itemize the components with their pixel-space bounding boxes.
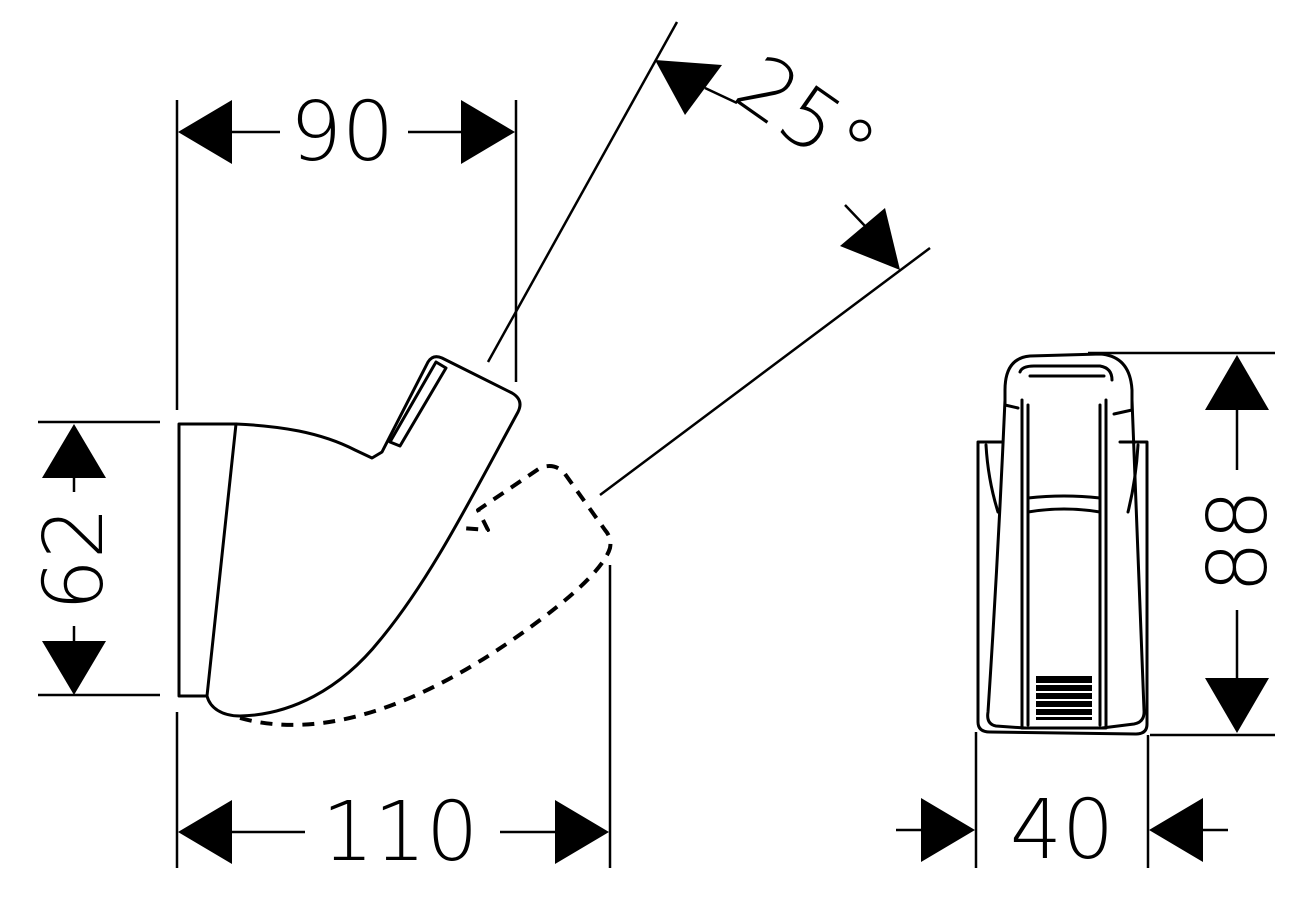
arrow-right xyxy=(461,100,515,164)
arrow-up xyxy=(1205,355,1269,410)
arrow-right-inward xyxy=(1149,798,1203,862)
holder-body xyxy=(205,355,522,718)
arrow-up xyxy=(42,424,106,478)
angle-line-upper xyxy=(486,21,679,363)
front-channel-step-1 xyxy=(1026,494,1102,500)
front-back-plate xyxy=(976,440,1149,736)
dimension-40-label: 40 xyxy=(1010,783,1114,878)
dimension-110-label: 110 xyxy=(322,785,479,880)
dimension-110: 110 xyxy=(178,785,609,880)
holder-slot xyxy=(388,360,448,448)
arrow-left xyxy=(178,800,232,864)
dimension-90-label: 90 xyxy=(290,85,394,180)
dimension-88-label: 88 xyxy=(1191,489,1286,593)
arrow-left xyxy=(178,100,232,164)
wall-plate-edge xyxy=(205,422,238,698)
front-cup-top xyxy=(1003,352,1134,416)
front-channel-step-2 xyxy=(1026,507,1102,514)
front-view: 88 40 xyxy=(896,351,1286,878)
dimension-25-label: 25° xyxy=(719,37,893,198)
arrow-left-inward xyxy=(921,798,975,862)
arrow-lower xyxy=(840,208,900,270)
front-cup-left-lip xyxy=(1003,388,1020,410)
dimension-88: 88 xyxy=(1191,355,1286,733)
front-body-left xyxy=(986,398,1027,730)
dimension-62-label: 62 xyxy=(27,507,122,611)
tilted-holder-outline xyxy=(239,464,613,727)
front-body-right xyxy=(1100,398,1146,730)
wall-plate xyxy=(177,422,238,698)
arrow-right xyxy=(555,800,609,864)
side-view: 90 25° 62 110 xyxy=(27,21,931,880)
dimension-40: 40 xyxy=(896,783,1228,878)
front-channel-outer xyxy=(1020,398,1108,730)
front-grip-ribs xyxy=(1036,676,1092,720)
dimension-25-degrees: 25° xyxy=(655,37,900,270)
front-channel-inner xyxy=(1026,403,1102,727)
front-left-wing xyxy=(984,443,1000,514)
arrow-down xyxy=(1205,678,1269,733)
arrow-down xyxy=(42,641,106,695)
dimension-90: 90 xyxy=(178,85,515,180)
angle-line-lower xyxy=(599,246,931,497)
dimension-62: 62 xyxy=(27,424,122,695)
arrow-upper xyxy=(655,60,722,115)
front-cup-inner-rim xyxy=(1018,364,1114,382)
